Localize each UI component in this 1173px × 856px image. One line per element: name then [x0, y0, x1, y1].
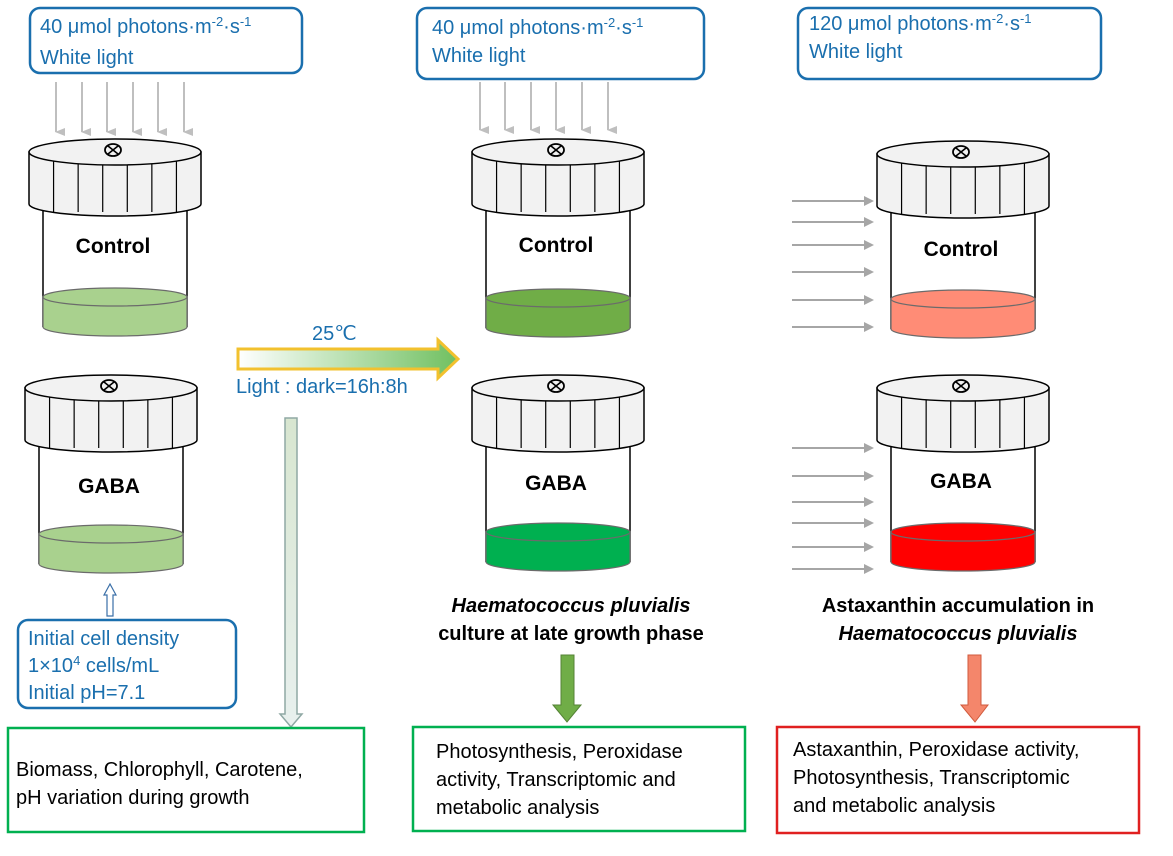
output-middle-line-3: metabolic analysis	[436, 797, 599, 819]
jar-lid	[876, 374, 1050, 453]
light-box-right: 120 μmol photons·m-2·s-1 White light	[796, 6, 1103, 81]
output-right-line-2: Photosynthesis, Transcriptomic	[793, 767, 1070, 789]
culture-liquid	[485, 297, 631, 338]
jar-lid	[471, 374, 645, 453]
output-box-right: Astaxanthin, Peroxidase activity, Photos…	[775, 725, 1141, 835]
down-arrow-left-output	[278, 417, 304, 729]
control-label: Control	[519, 234, 594, 257]
valve-icon	[104, 143, 122, 157]
gaba-label: GABA	[525, 472, 587, 495]
photoperiod-label: Light : dark=16h:8h	[236, 376, 408, 398]
light-type-text: White light	[432, 45, 526, 67]
culture-liquid	[38, 533, 184, 574]
initial-ph-label: Initial pH=7.1	[28, 682, 145, 704]
gaba-label: GABA	[78, 475, 140, 498]
temperature-label: 25℃	[312, 323, 357, 345]
output-box-middle: Photosynthesis, Peroxidase activity, Tra…	[411, 725, 747, 833]
light-box-middle: 40 μmol photons·m-2·s-1 White light	[415, 6, 706, 81]
jar-left-gaba: GABA	[24, 374, 198, 574]
light-type-text: White light	[40, 47, 134, 69]
output-box-left: Biomass, Chlorophyll, Carotene, pH varia…	[6, 726, 366, 834]
down-arrow-right-output	[959, 654, 990, 723]
caption-right-species: Haematococcus pluvialis	[839, 623, 1078, 645]
light-arrows-middle	[479, 82, 617, 134]
light-arrows-right-top	[792, 196, 874, 332]
caption-right-accumulation: Astaxanthin accumulation in	[822, 595, 1094, 617]
light-intensity-text: 120 μmol photons·m-2·s-1	[809, 11, 1032, 36]
control-label: Control	[76, 235, 151, 258]
light-box-left: 40 μmol photons·m-2·s-1 White light	[28, 6, 304, 75]
gaba-label: GABA	[930, 470, 992, 493]
jar-lid	[24, 374, 198, 453]
jar-lid	[876, 140, 1050, 219]
output-left-line-1: Biomass, Chlorophyll, Carotene,	[16, 759, 303, 781]
light-arrows-left	[55, 82, 193, 136]
light-type-text: White light	[809, 41, 903, 63]
jar-middle-control: Control	[471, 138, 645, 338]
output-right-line-3: and metabolic analysis	[793, 795, 995, 817]
light-intensity-text: 40 μmol photons·m-2·s-1	[40, 14, 251, 39]
output-left-line-2: pH variation during growth	[16, 787, 249, 809]
culture-liquid	[42, 296, 188, 337]
valve-icon	[952, 379, 970, 393]
valve-icon	[100, 379, 118, 393]
initial-density-value: 1×104 cells/mL	[28, 653, 159, 678]
valve-icon	[547, 143, 565, 157]
culture-liquid	[890, 531, 1036, 572]
jar-right-control: Control	[876, 140, 1050, 339]
jar-middle-gaba: GABA	[471, 374, 645, 572]
jar-left-control: Control	[28, 138, 202, 337]
control-label: Control	[924, 238, 999, 261]
light-arrows-right-bottom	[792, 443, 874, 574]
down-arrow-middle-output	[551, 654, 583, 723]
output-right-line-1: Astaxanthin, Peroxidase activity,	[793, 739, 1079, 761]
up-arrow-initial	[102, 582, 118, 617]
output-middle-line-1: Photosynthesis, Peroxidase	[436, 741, 683, 763]
jar-lid	[28, 138, 202, 217]
valve-icon	[547, 379, 565, 393]
caption-middle-species: Haematococcus pluvialis	[452, 595, 691, 617]
caption-middle-phase: culture at late growth phase	[438, 623, 704, 645]
light-intensity-text: 40 μmol photons·m-2·s-1	[432, 15, 643, 40]
jar-right-gaba: GABA	[876, 374, 1050, 572]
culture-liquid	[485, 531, 631, 572]
initial-density-label: Initial cell density	[28, 628, 179, 650]
valve-icon	[952, 145, 970, 159]
jar-lid	[471, 138, 645, 217]
initial-conditions-box: Initial cell density 1×104 cells/mL Init…	[16, 618, 238, 710]
culture-condition-arrow	[236, 336, 461, 382]
culture-liquid	[890, 298, 1036, 339]
output-middle-line-2: activity, Transcriptomic and	[436, 769, 676, 791]
